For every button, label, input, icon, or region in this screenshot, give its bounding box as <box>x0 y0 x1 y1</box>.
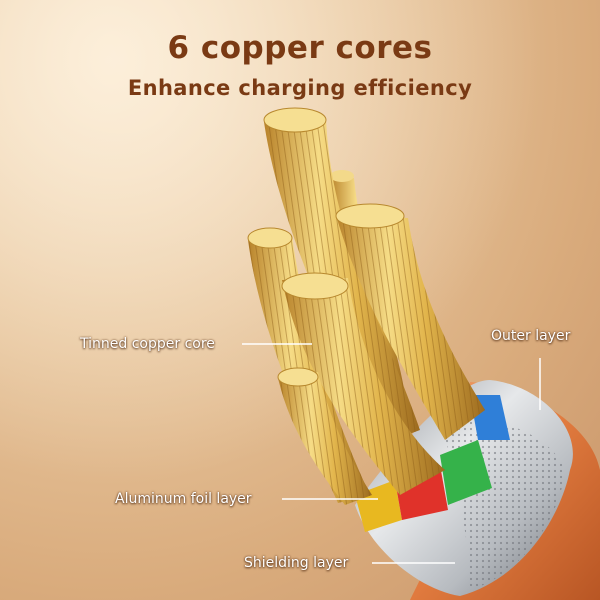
copper-core-3 <box>335 203 485 440</box>
headline: 6 copper cores <box>167 30 433 66</box>
leader-lines <box>242 343 541 564</box>
subheadline: Enhance charging efficiency <box>127 76 473 100</box>
copper-core-4 <box>281 272 445 495</box>
label-outer-layer: Outer layer <box>491 328 571 344</box>
label-tinned-copper-core: Tinned copper core <box>80 336 215 352</box>
copper-core-5 <box>277 367 372 505</box>
label-aluminum-foil-layer: Aluminum foil layer <box>115 491 252 507</box>
label-shielding-layer: Shielding layer <box>244 555 349 571</box>
copper-cores <box>247 107 485 505</box>
